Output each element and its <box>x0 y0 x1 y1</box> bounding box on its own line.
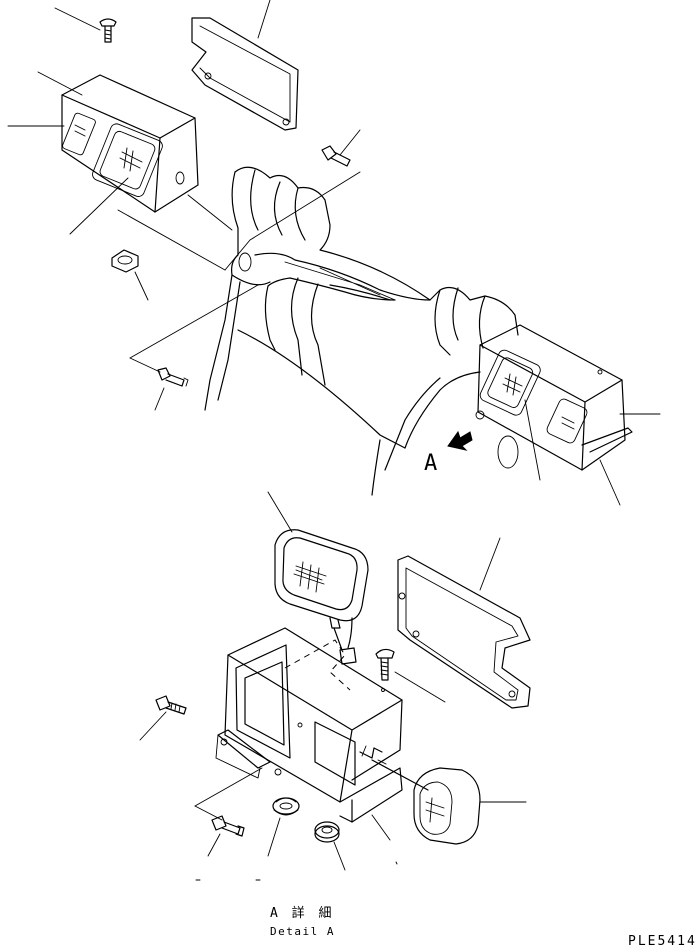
detail-work-lamp <box>274 529 369 665</box>
detail-wire-harness <box>359 745 429 791</box>
view-label-a: A <box>424 451 437 476</box>
detail-mounting-bracket <box>215 627 403 823</box>
right-lamp-grid-icon <box>502 373 575 430</box>
detail-title-en: Detail A <box>270 925 335 938</box>
detail-gasket-frame <box>397 555 531 709</box>
detail-lamp-grid-icon <box>295 569 323 581</box>
right-lamp-housing <box>475 324 633 471</box>
view-arrow-icon <box>447 430 473 451</box>
drawing-code: PLE5414 <box>628 934 697 949</box>
machine-frame <box>204 166 519 496</box>
upper-gasket-frame <box>191 17 299 131</box>
detail-screw <box>375 648 395 692</box>
detail-bolt-lower <box>211 815 245 837</box>
detail-side-lamp <box>413 767 481 845</box>
leader-lines-upper <box>7 0 661 506</box>
screw-top <box>99 18 117 43</box>
detail-title-jp: A 詳 細 <box>270 905 334 921</box>
left-lamp-housing <box>61 74 199 213</box>
bolt-lower-left <box>157 367 189 387</box>
leader-lines-lower <box>139 491 527 881</box>
left-lamp-grid-icon <box>74 124 143 172</box>
nut-left <box>111 249 139 273</box>
detail-hidden-line <box>284 639 351 691</box>
detail-spring-washer <box>272 797 300 816</box>
detail-flat-washer <box>314 821 340 843</box>
detail-bolt-upper <box>155 695 187 715</box>
bolt-upper-right <box>321 145 351 167</box>
